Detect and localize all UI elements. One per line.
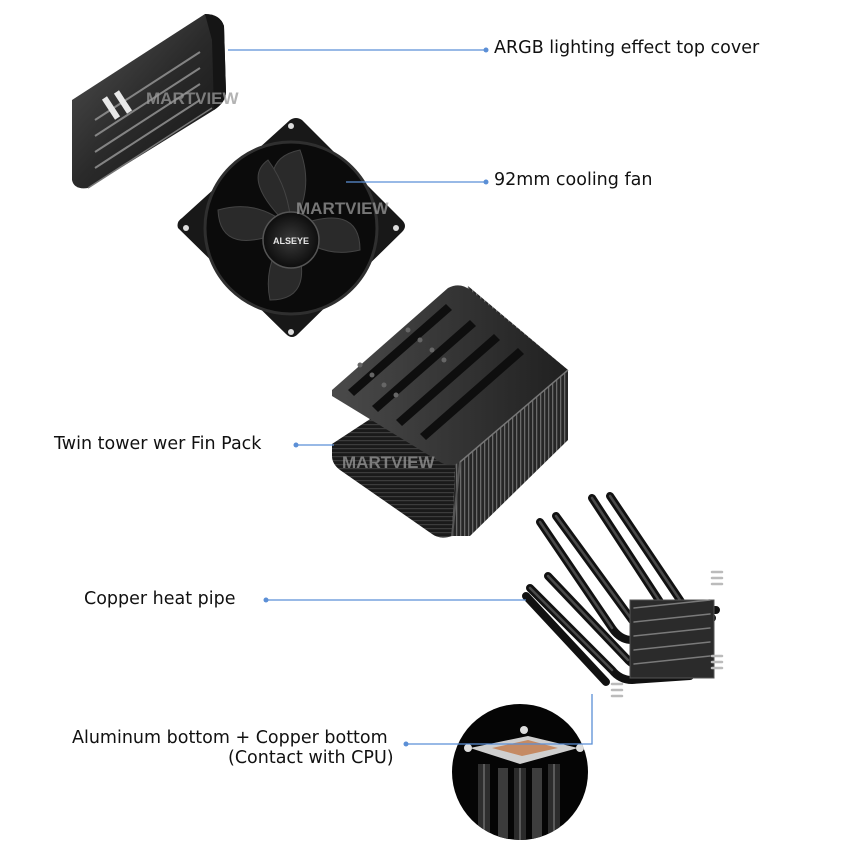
leader-lines [228,47,593,747]
watermark-2: MARTVIEW [296,199,390,218]
watermark-3: MARTVIEW [342,453,436,472]
label-bottom-line2: (Contact with CPU) [228,748,394,768]
cooling-fan: ALSEYE [177,118,405,337]
twin-tower-fin-pack [332,285,569,538]
base-closeup [452,704,588,840]
label-bottom-line1: Aluminum bottom + Copper bottom [72,728,388,748]
label-fan: 92mm cooling fan [494,170,653,190]
watermark-1: MARTVIEW [146,89,240,108]
argb-top-cover [72,14,226,189]
label-heat-pipe: Copper heat pipe [84,589,236,609]
fan-hub-logo: ALSEYE [273,236,309,246]
label-top-cover: ARGB lighting effect top cover [494,38,760,58]
copper-heat-pipes [522,492,724,698]
label-fin-pack: Twin tower wer Fin Pack [54,434,262,454]
watermarks: MARTVIEW MARTVIEW MARTVIEW [146,89,436,472]
